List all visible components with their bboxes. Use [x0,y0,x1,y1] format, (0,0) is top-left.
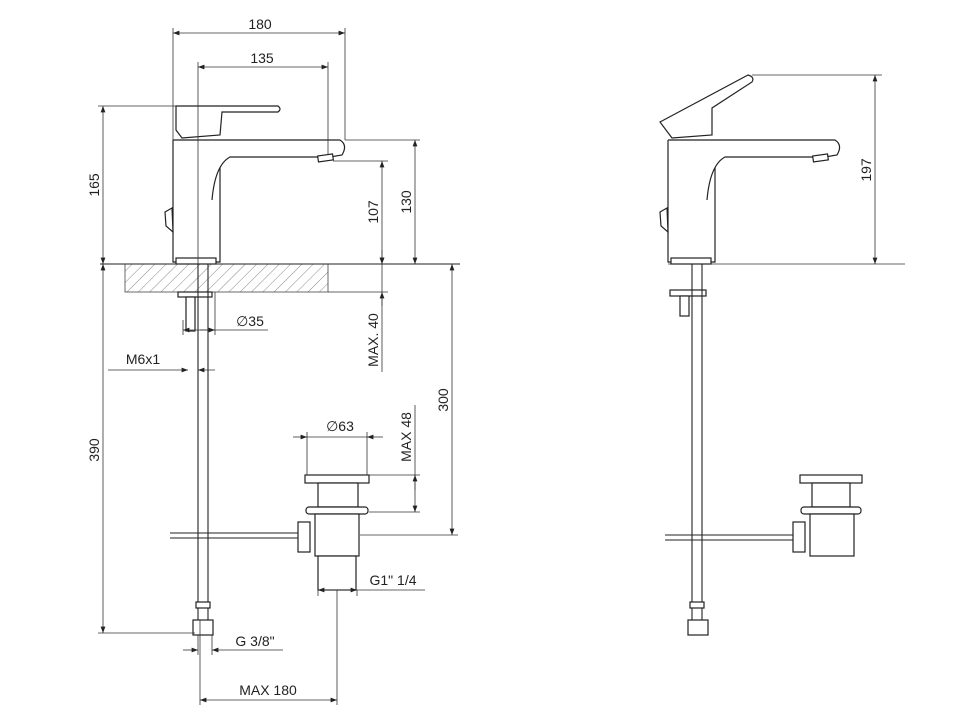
dim-waste-diameter: ∅63 [326,418,354,434]
fixing-stud [679,295,690,317]
inlet-fitting [192,619,214,636]
pop-up-waste [792,474,863,557]
faucet-open-lever-view: 197 [659,74,905,636]
faucet-base-ring [670,257,712,265]
inlet-fitting [687,619,709,636]
dim-pipe-length: 390 [86,438,102,462]
dim-stud-thread: M6x1 [126,351,160,367]
dim-spout-height: 130 [398,190,414,214]
faucet-spout [668,139,841,201]
pop-up-waste [297,474,370,591]
popup-knob [659,206,669,234]
dim-spout-reach: 135 [250,50,274,66]
dim-max-rod-length: MAX 180 [239,682,297,698]
fixing-nut [177,291,213,298]
fixing-stud [185,296,196,332]
dim-lever-open-height: 197 [858,158,874,182]
countertop-section [124,263,329,293]
faucet-base-ring [175,257,217,265]
faucet-handle-raised [659,74,754,139]
rod-nut [297,521,311,553]
dim-inlet-thread: G 3/8" [235,633,274,649]
faucet-side-view: 180 135 165 107 130 MAX. 40 ∅35 M6x1 390… [86,16,460,705]
faucet-handle [175,105,281,139]
dim-overall-width: 180 [248,16,272,32]
dim-outlet-height: 107 [365,200,381,224]
aerator [811,153,830,163]
dim-hole-diameter: ∅35 [236,313,264,329]
hose-ferrule [195,601,211,609]
fixing-nut [669,289,707,297]
dim-waste-max: MAX 48 [398,412,414,462]
aerator [316,153,335,163]
dim-max-deck: MAX. 40 [365,313,381,367]
dim-total-height: 165 [86,173,102,197]
faucet-spout [173,139,346,201]
popup-knob [164,206,174,234]
dim-rod-height: 300 [435,388,451,412]
dim-waste-thread: G1" 1/4 [370,572,417,588]
